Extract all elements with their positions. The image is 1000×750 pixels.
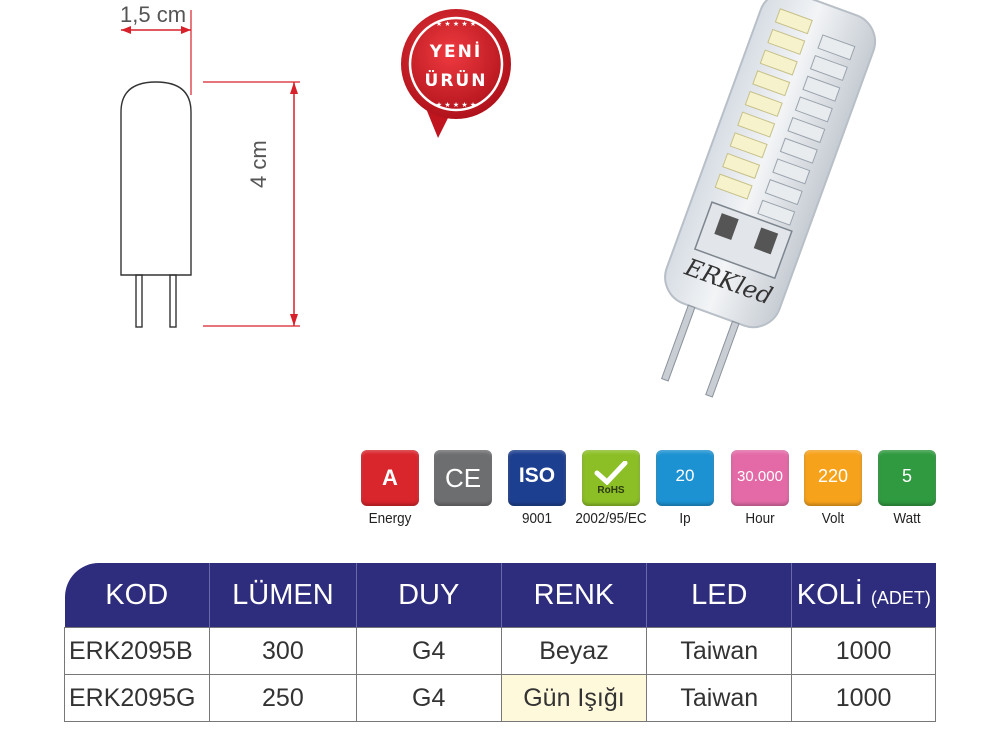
bulb-product-image: ERKled [660,0,877,398]
ip-caption: Ip [679,510,691,527]
width-label: 1,5 cm [120,2,187,27]
cell-lumen: 250 [208,674,357,722]
iso-icon: ISO [508,450,566,506]
cell-kod: ERK2095B [64,627,210,675]
cell-renk: Gün Işığı [500,674,648,722]
height-label: 4 cm [246,140,271,188]
iso-caption: 9001 [521,510,553,527]
led-chip-column-left [714,8,813,200]
table-row: ERK2095B 300 G4 Beyaz Taiwan 1000 [64,627,936,675]
cell-koli: 1000 [791,674,936,722]
lifetime-hours-icon: 30.000 [731,450,789,506]
header-koli: KOLİ (ADET) [791,563,936,628]
width-arrow-right [181,26,191,34]
cell-duy: G4 [355,674,502,722]
ip-rating-icon: 20 [656,450,714,506]
width-arrow-left [121,26,131,34]
checkmark-icon [594,460,628,485]
rohs-caption: 2002/95/EC [575,510,647,527]
badge-stars-top: ★ ★ ★ ★ ★ [436,20,476,28]
driver-component [753,227,779,255]
new-product-badge: ★ ★ ★ ★ ★ ★ ★ ★ ★ ★ YENİ ÜRÜN [401,9,511,138]
cell-renk: Beyaz [500,627,648,675]
badge-line-1: YENİ [429,40,482,62]
table-header-row: KOD LÜMEN DUY RENK LED KOLİ (ADET) [64,563,936,628]
height-arrow-bottom [290,314,298,326]
height-arrow-top [290,82,298,94]
dimension-drawing [120,10,300,328]
bulb-pin-right [705,320,740,398]
wattage-icon: 5 [878,450,936,506]
cell-led: Taiwan [646,674,793,722]
volt-caption: Volt [821,510,845,527]
driver-component [714,213,739,240]
header-led: LED [646,563,793,628]
cell-kod: ERK2095G [64,674,210,722]
bulb-pin-left [660,304,696,382]
energy-class-icon: A [361,450,419,506]
table-row: ERK2095G 250 G4 Gün Işığı Taiwan 1000 [64,674,936,722]
cell-lumen: 300 [208,627,357,675]
cell-duy: G4 [355,627,502,675]
header-renk: RENK [501,563,648,628]
watt-caption: Watt [893,510,921,527]
header-duy: DUY [356,563,502,628]
badge-line-2: ÜRÜN [425,69,488,91]
hour-caption: Hour [745,510,775,527]
badge-stars-bottom: ★ ★ ★ ★ ★ [436,101,476,109]
cell-koli: 1000 [791,627,936,675]
badge-ring [408,16,504,112]
voltage-icon: 220 [804,450,862,506]
header-koli-unit: (ADET) [870,587,931,608]
pin-right [169,274,177,328]
header-lumen: LÜMEN [209,563,357,628]
led-chip-column-right [757,34,856,226]
pin-left [135,274,143,328]
badge-circle [401,9,511,119]
header-kod: KOD [64,563,210,628]
rohs-icon: RoHS [582,450,640,506]
spec-table: KOD LÜMEN DUY RENK LED KOLİ (ADET) ERK20… [64,563,936,722]
bulb-outline [120,81,192,276]
energy-caption: Energy [368,510,412,527]
ce-mark-icon: CE [434,450,492,506]
cell-led: Taiwan [646,627,793,675]
